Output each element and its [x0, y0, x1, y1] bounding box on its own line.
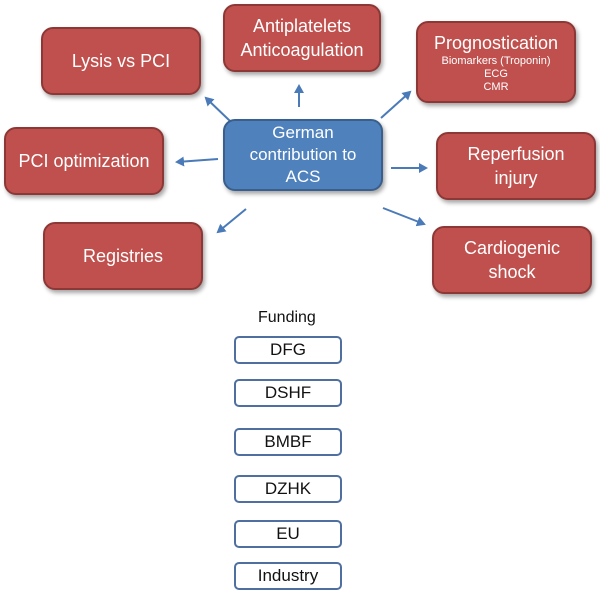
arrow-to-lysis	[204, 96, 231, 122]
center-topic-box: German contribution to ACS	[223, 119, 383, 191]
reperfusion-injury-box: Reperfusion injury	[436, 132, 596, 200]
center-line-1: German	[272, 123, 334, 142]
pci-optimization-box: PCI optimization	[4, 127, 164, 195]
funding-item: EU	[234, 520, 342, 548]
funding-title: Funding	[258, 309, 316, 326]
prognostication-box: Prognostication Biomarkers (Troponin) EC…	[416, 21, 576, 103]
arrow-to-pci-optimization	[175, 156, 219, 167]
cardiogenic-shock-box: Cardiogenic shock	[432, 226, 592, 294]
center-line-3: ACS	[285, 167, 321, 186]
anticoagulation-label: Anticoagulation	[240, 40, 364, 60]
registries-box: Registries	[43, 222, 203, 290]
center-line-2: contribution to	[249, 145, 357, 164]
cardiogenic-label-1: Cardiogenic	[463, 238, 561, 258]
lysis-vs-pci-label: Lysis vs PCI	[71, 51, 171, 71]
funding-item: DSHF	[234, 379, 342, 407]
reperfusion-label-2: injury	[494, 168, 538, 188]
funding-item: Industry	[234, 562, 342, 590]
funding-item: DZHK	[234, 475, 342, 503]
pci-optimization-label: PCI optimization	[18, 151, 150, 171]
prognostication-item: Biomarkers (Troponin)	[441, 54, 551, 67]
cardiogenic-label-2: shock	[488, 262, 536, 282]
prognostication-item: ECG	[484, 67, 508, 80]
lysis-vs-pci-box: Lysis vs PCI	[41, 27, 201, 95]
arrow-to-cardiogenic	[382, 207, 426, 227]
registries-label: Registries	[82, 246, 164, 266]
funding-item: DFG	[234, 336, 342, 364]
arrow-to-prognostication	[380, 90, 412, 119]
antiplatelets-box: Antiplatelets Anticoagulation	[223, 4, 381, 72]
funding-item: BMBF	[234, 428, 342, 456]
antiplatelets-label: Antiplatelets	[252, 16, 352, 36]
prognostication-item: CMR	[483, 80, 509, 93]
arrow-to-registries	[216, 208, 247, 234]
prognostication-title: Prognostication	[433, 32, 559, 53]
reperfusion-label-1: Reperfusion	[467, 144, 565, 164]
